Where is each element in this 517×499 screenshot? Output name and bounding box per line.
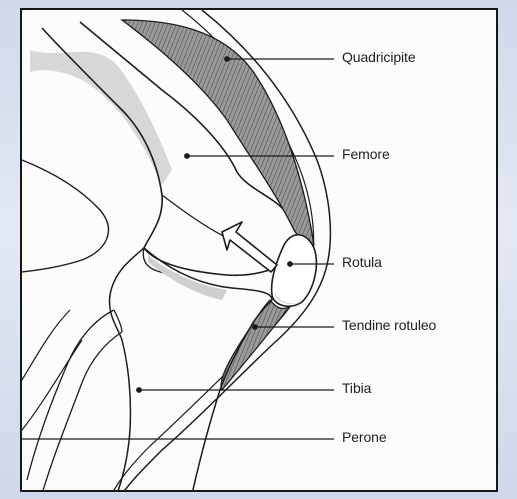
label-perone: Perone bbox=[342, 429, 387, 445]
dot-quadricipite bbox=[225, 57, 230, 62]
knee-anatomy-diagram bbox=[22, 10, 498, 492]
dot-tibia bbox=[137, 388, 142, 393]
label-tendine-rotuleo: Tendine rotuleo bbox=[342, 317, 436, 333]
posterior-outline bbox=[22, 160, 108, 272]
dot-tendine bbox=[253, 325, 258, 330]
direction-arrow bbox=[222, 222, 277, 272]
fibula bbox=[27, 310, 122, 492]
patella bbox=[272, 235, 317, 306]
dot-femore bbox=[185, 154, 190, 159]
label-quadricipite: Quadricipite bbox=[342, 49, 416, 65]
fibula-head bbox=[114, 310, 122, 332]
dot-rotula bbox=[288, 262, 293, 267]
tibia-plateau bbox=[144, 248, 272, 492]
label-rotula: Rotula bbox=[342, 254, 382, 270]
label-femore: Femore bbox=[342, 146, 390, 162]
label-tibia: Tibia bbox=[342, 380, 371, 396]
diagram-frame: Quadricipite Femore Rotula Tendine rotul… bbox=[20, 8, 498, 492]
patellar-tendon bbox=[221, 300, 290, 390]
posterior-lower bbox=[22, 310, 82, 430]
tibia-outline bbox=[109, 248, 144, 492]
tibia-shade bbox=[148, 255, 227, 300]
femur-shaft-shade bbox=[30, 50, 172, 185]
